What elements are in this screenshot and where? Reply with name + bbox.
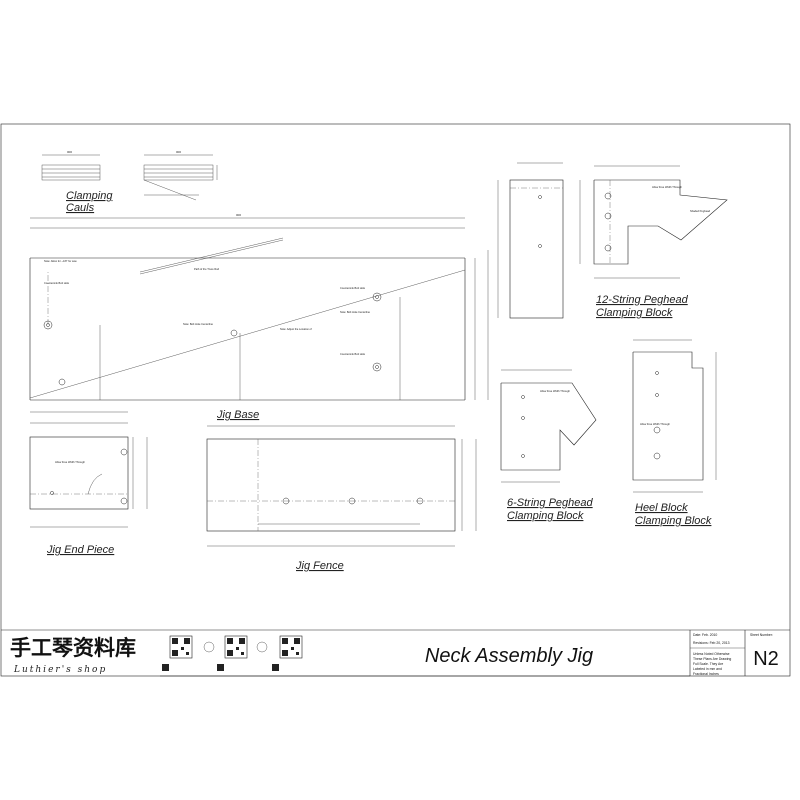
peghead-12-view: Allow Free Width Through Shaded Peghead — [579, 165, 728, 279]
note-line-5: Fractional Inches — [693, 672, 719, 676]
note-line-3: Full Scale. They Are — [693, 662, 723, 666]
brand-icon-3 — [272, 664, 279, 671]
svg-text:Path of the Truss Rod: Path of the Truss Rod — [194, 267, 220, 271]
svg-text:000: 000 — [176, 150, 181, 154]
note-line-1: Unless Noted Otherwise — [693, 652, 730, 656]
svg-text:Note: Adjust the Location of: Note: Adjust the Location of — [280, 327, 312, 331]
peghead-6-label-1: 6-String Peghead — [507, 497, 593, 509]
svg-text:Allow Free Width Through: Allow Free Width Through — [55, 460, 85, 464]
brand-icon — [162, 664, 169, 671]
note-line-4: Labeled in mm and — [693, 667, 722, 671]
svg-text:Note: Bolt Hole Centerline: Note: Bolt Hole Centerline — [340, 310, 371, 314]
jig-fence-label: Jig Fence — [295, 560, 344, 572]
svg-text:Allow Free Width Through: Allow Free Width Through — [640, 422, 670, 426]
qr-code-2 — [224, 635, 248, 659]
sheet-number-label: Sheet Number: — [750, 633, 773, 637]
logo: 手工琴资料库 Luthier's shop — [10, 636, 136, 675]
jig-end-piece-label: Jig End Piece — [46, 544, 114, 556]
svg-text:Note: Allow for ~1/8" for saw: Note: Allow for ~1/8" for saw — [44, 259, 77, 263]
svg-text:Countersink Bolt Hole: Countersink Bolt Hole — [44, 281, 70, 285]
peghead-6-view: Allow Free Width Through — [500, 369, 597, 483]
heel-block-label-1: Heel Block — [635, 502, 688, 514]
note-line-2: These Plans Are Drawing — [693, 657, 731, 661]
clamping-cauls-view: 000 000 — [41, 150, 218, 201]
jig-base-label: Jig Base — [216, 409, 259, 421]
qr-code-3 — [279, 635, 303, 659]
svg-text:000: 000 — [236, 213, 241, 217]
social-icon — [203, 641, 215, 653]
svg-text:Countersink Bolt Hole: Countersink Bolt Hole — [340, 352, 366, 356]
svg-text:Allow Free Width Through: Allow Free Width Through — [540, 389, 570, 393]
svg-text:Note: Bolt Hole Centerline: Note: Bolt Hole Centerline — [183, 322, 214, 326]
logo-subtitle: Luthier's shop — [13, 665, 107, 675]
svg-text:Countersink Bolt Hole: Countersink Bolt Hole — [340, 286, 366, 290]
jig-base-view: 000 Path of the Truss Rod Note: Allow fo… — [29, 213, 489, 401]
title-block — [160, 630, 746, 677]
peghead-12-label-1: 12-String Peghead — [596, 294, 689, 306]
clamping-cauls-label-1: Clamping — [66, 190, 113, 202]
revisions-text: Revisions: Feb 20, 2013 — [693, 641, 730, 645]
svg-text:Allow Free Width Through: Allow Free Width Through — [652, 185, 682, 189]
qr-code-1 — [169, 635, 193, 659]
date-text: Date: Feb. 2010 — [693, 633, 717, 637]
logo-chinese-name: 手工琴资料库 — [10, 636, 136, 660]
side-block-view — [497, 162, 564, 319]
peghead-6-label-2: Clamping Block — [507, 510, 584, 522]
heel-block-label-2: Clamping Block — [635, 515, 712, 527]
clamping-cauls-label-2: Cauls — [66, 202, 95, 214]
sheet-number: N2 — [753, 648, 779, 670]
svg-text:Shaded Peghead: Shaded Peghead — [690, 209, 711, 213]
drawing-title: Neck Assembly Jig — [425, 645, 593, 667]
heel-block-view: Allow Free Width Through — [632, 339, 717, 493]
peghead-12-label-2: Clamping Block — [596, 307, 673, 319]
social-icon-2 — [256, 641, 268, 653]
brand-icon-2 — [217, 664, 224, 671]
jig-end-piece-view: Allow Free Width Through — [29, 411, 148, 528]
jig-fence-view — [206, 425, 477, 547]
svg-text:000: 000 — [67, 150, 72, 154]
